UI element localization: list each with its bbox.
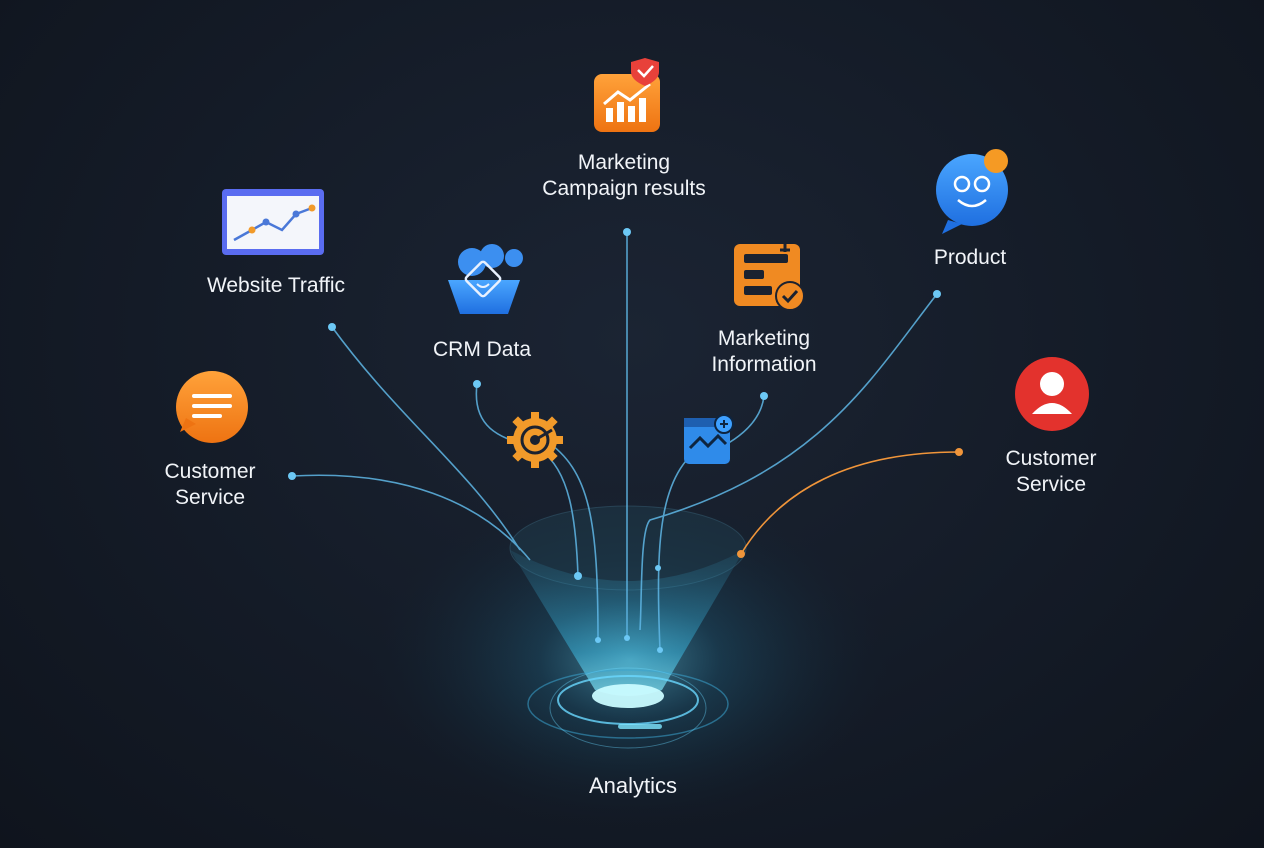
label-crm-data: CRM Data xyxy=(433,337,531,363)
checklist-icon xyxy=(734,244,805,311)
connector-gear xyxy=(544,439,599,641)
label-marketing-campaign: Marketing Campaign results xyxy=(542,150,705,202)
label-website-traffic-text: Website Traffic xyxy=(206,274,346,297)
connector-website-traffic xyxy=(331,326,521,551)
label-marketing-information-line2: Information xyxy=(711,353,817,376)
label-marketing-campaign-line1: Marketing xyxy=(577,151,671,174)
connector-customer-service-left xyxy=(291,474,531,561)
connector-dots xyxy=(288,228,941,653)
label-product-text: Product xyxy=(933,246,1007,269)
label-customer-service-left: Customer Service xyxy=(164,459,255,511)
line-chart-icon xyxy=(222,189,324,255)
connector-dot-orange xyxy=(955,448,963,456)
connector-dot-orange-end xyxy=(737,550,745,558)
label-customer-service-right-line1: Customer xyxy=(1005,447,1097,470)
label-product: Product xyxy=(934,245,1006,271)
label-customer-service-left-line2: Service xyxy=(174,486,246,509)
user-icon xyxy=(1015,357,1089,431)
label-analytics: Analytics xyxy=(589,773,677,799)
label-crm-data-text: CRM Data xyxy=(432,338,532,361)
label-marketing-information-line1: Marketing xyxy=(717,327,811,350)
label-marketing-information: Marketing Information xyxy=(711,326,816,378)
bar-chart-icon xyxy=(594,58,660,132)
label-customer-service-right: Customer Service xyxy=(1005,446,1096,498)
label-customer-service-left-line1: Customer xyxy=(164,460,256,483)
chat-bubble-icon xyxy=(936,149,1008,234)
crm-bucket-icon xyxy=(448,244,523,314)
center-label: Analytics xyxy=(588,773,678,798)
label-website-traffic: Website Traffic xyxy=(207,273,345,299)
connector-customer-service-right xyxy=(740,451,960,555)
label-marketing-campaign-line2: Campaign results xyxy=(542,177,706,200)
label-customer-service-right-line2: Service xyxy=(1015,473,1087,496)
dashboard-icon xyxy=(684,414,734,464)
chat-lines-icon xyxy=(176,371,248,443)
target-gear-icon xyxy=(507,412,563,468)
connector-product xyxy=(639,293,938,631)
